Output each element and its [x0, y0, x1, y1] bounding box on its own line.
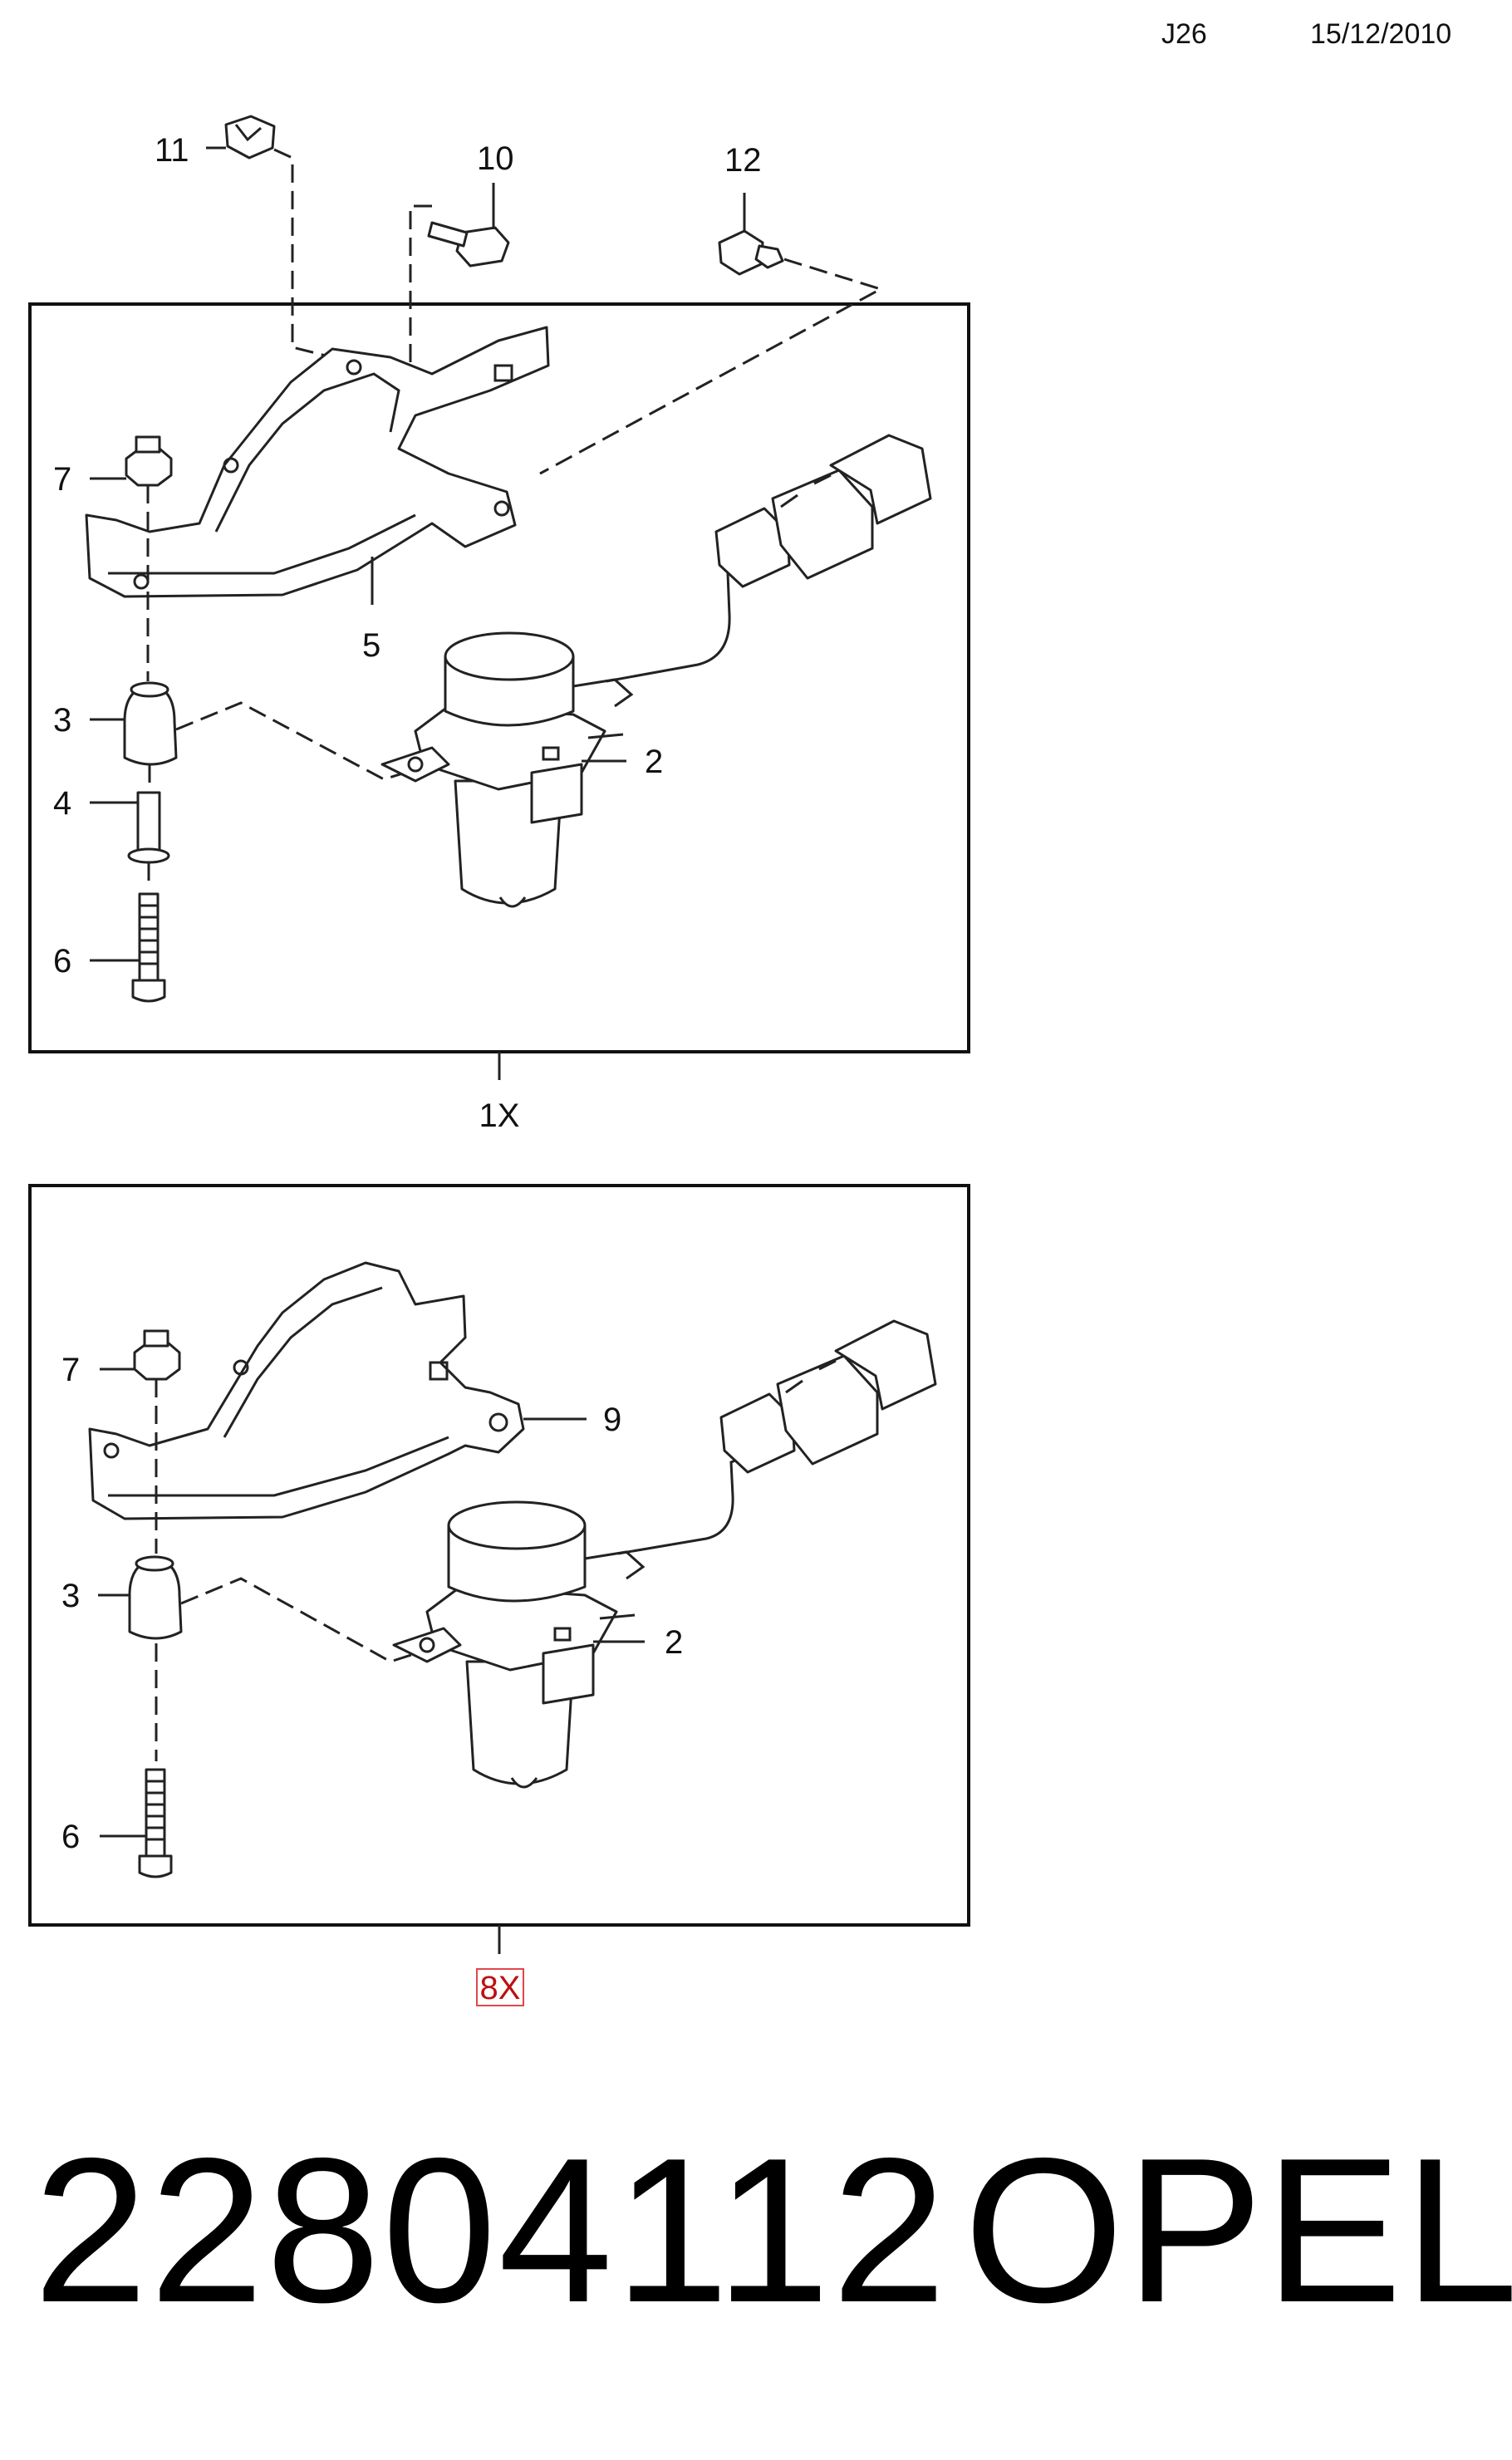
callout-10: 10	[477, 140, 514, 177]
bottom-panel: 8X 9 7 3	[28, 1184, 970, 2006]
vacuum-pump-2b-icon	[392, 1500, 646, 1789]
part-number: 22804112	[33, 2114, 948, 2345]
grommet-12-icon	[718, 229, 784, 276]
callout-2b: 2	[665, 1624, 683, 1661]
callout-11: 11	[155, 132, 189, 169]
bottom-quantity-label: 8X	[480, 1970, 521, 2006]
clip-11-icon	[224, 115, 276, 160]
bracket-5-icon	[85, 326, 550, 598]
callout-3b: 3	[61, 1578, 80, 1614]
harness-connector-icon	[606, 434, 932, 683]
callout-6b: 6	[61, 1819, 80, 1855]
callout-5: 5	[362, 627, 380, 664]
callout-3: 3	[53, 702, 71, 739]
vacuum-pump-2-icon	[380, 631, 634, 908]
top-quantity-label: 1X	[479, 1097, 520, 1134]
bolt-6b-icon	[138, 1768, 173, 1878]
mount-3b-icon	[128, 1555, 183, 1640]
mount-3-icon	[123, 681, 178, 766]
callout-2: 2	[645, 744, 663, 780]
callout-6: 6	[53, 943, 71, 980]
quantity-highlight-box	[476, 1968, 524, 2006]
brand-name: OPEL	[964, 2114, 1512, 2345]
callout-7b: 7	[61, 1352, 80, 1388]
top-panel: 1X 11 10 12	[28, 115, 970, 1134]
callout-9: 9	[603, 1402, 621, 1438]
bolt-6-icon	[131, 892, 166, 1003]
sheet-code: J26	[1161, 18, 1207, 50]
harness-connector-b-icon	[617, 1319, 937, 1555]
sleeve-4-icon	[127, 791, 170, 864]
callout-12: 12	[724, 142, 762, 179]
sheet-date: 15/12/2010	[1310, 18, 1452, 50]
bracket-9-icon	[88, 1261, 525, 1520]
parts-diagram: 1X 11 10 12	[28, 115, 970, 2006]
nut-7-icon	[125, 435, 173, 487]
callout-7: 7	[53, 461, 71, 498]
bolt-10-icon	[427, 221, 510, 268]
callout-4: 4	[53, 785, 71, 822]
nut-7b-icon	[133, 1329, 181, 1381]
